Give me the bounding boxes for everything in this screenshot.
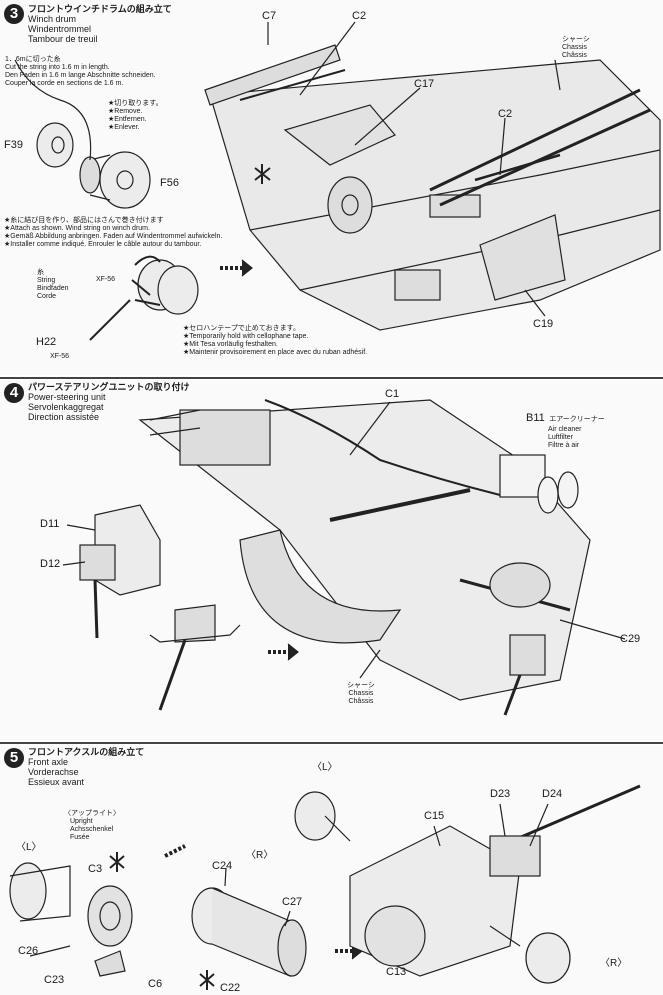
part-c29: C29 xyxy=(620,633,641,645)
chassis-label: シャーシ Chassis Châssis xyxy=(562,36,590,60)
step-number: 5 xyxy=(4,748,24,768)
right-side-label-bottom: 〈R〉 xyxy=(600,958,628,969)
part-f39: F39 xyxy=(4,139,23,151)
part-c2-right: C2 xyxy=(498,108,513,120)
step-title: パワーステアリングユニットの取り付け Power-steering unit S… xyxy=(28,382,190,422)
upright-en: Upright xyxy=(70,818,93,825)
chassis-fr: Châssis xyxy=(562,52,587,59)
paint-xf56-a: XF-56 xyxy=(96,276,116,283)
step-number: 4 xyxy=(4,383,24,403)
chassis-fr: Châssis xyxy=(348,698,374,705)
part-c26: C26 xyxy=(18,945,39,957)
step-title-en: Front axle xyxy=(28,757,69,767)
string-label: 糸 String Bindfaden Corde xyxy=(37,269,69,301)
chassis-jp: シャーシ xyxy=(347,682,375,689)
step-title-jp: パワーステアリングユニットの取り付け xyxy=(28,382,190,392)
remove-en: ★Remove. xyxy=(108,108,143,115)
part-d24: D24 xyxy=(542,788,563,800)
string-de: Bindfaden xyxy=(37,285,69,292)
part-c23: C23 xyxy=(44,974,65,986)
part-c7: C7 xyxy=(262,10,277,22)
air-cleaner-jp: エアークリーナー xyxy=(549,416,605,423)
string-jp: 糸 xyxy=(37,269,44,276)
part-d11: D11 xyxy=(40,518,60,530)
cut-fr: Couper la corde en sections de 1.6 m. xyxy=(5,80,124,87)
step-5-drawing xyxy=(9,784,641,990)
cut-en: Cut the string into 1.6 m in length. xyxy=(5,64,110,71)
step-title-fr: Essieux avant xyxy=(28,777,85,787)
step-title: フロントアクスルの組み立て Front axle Vorderachse Ess… xyxy=(28,747,144,787)
upright-fr: Fusée xyxy=(70,834,90,841)
part-b11: B11 xyxy=(526,412,545,424)
attach-fr: ★Installer comme indiqué. Enrouler le câ… xyxy=(4,241,202,248)
remove-fr: ★Enlever. xyxy=(108,124,140,131)
step-title-en: Power-steering unit xyxy=(28,392,106,402)
string-en: String xyxy=(37,277,56,284)
chassis-en: Chassis xyxy=(562,44,587,51)
attach-en: ★Attach as shown. Wind string on winch d… xyxy=(4,225,150,232)
air-cleaner-de: Luftfilter xyxy=(548,434,573,441)
part-c19: C19 xyxy=(533,318,554,330)
part-c3: C3 xyxy=(88,863,103,875)
chassis-en: Chassis xyxy=(348,690,374,697)
air-cleaner-label: B11 エアークリーナー Air cleaner Luftfilter Filt… xyxy=(526,408,605,450)
string-fr: Corde xyxy=(37,293,57,300)
divider xyxy=(0,377,663,379)
attach-instruction: ★糸に結び目を作り、部品にはさんで巻き付けます ★Attach as shown… xyxy=(4,217,222,249)
step-title-jp: フロントウインチドラムの組み立て xyxy=(28,4,172,14)
divider xyxy=(0,742,663,744)
part-c15: C15 xyxy=(424,810,445,822)
chassis-label: シャーシ Chassis Châssis xyxy=(347,682,375,706)
left-side-label-top: 〈L〉 xyxy=(312,762,338,773)
upright-de: Achsschenkel xyxy=(70,826,114,833)
step-title-jp: フロントアクスルの組み立て xyxy=(28,747,145,757)
part-c22: C22 xyxy=(220,982,241,994)
tape-fr: ★Maintenir provisoirement en place avec … xyxy=(183,349,368,356)
part-c17: C17 xyxy=(414,78,435,90)
tape-de: ★Mit Tesa vorläufig festhalten. xyxy=(183,341,278,348)
part-c13: C13 xyxy=(386,966,407,978)
step-title-de: Windentrommel xyxy=(28,24,92,34)
part-h22: H22 xyxy=(36,336,57,348)
tape-jp: ★セロハンテープで止めておきます。 xyxy=(183,325,300,332)
part-d23: D23 xyxy=(490,788,511,800)
part-c6: C6 xyxy=(148,978,163,990)
step-5-panel: 5 フロントアクスルの組み立て Front axle Vorderachse E… xyxy=(0,746,663,995)
step-title-de: Vorderachse xyxy=(28,767,79,777)
part-c1: C1 xyxy=(385,388,400,400)
air-cleaner-fr: Filtre à air xyxy=(548,442,580,449)
air-cleaner-en: Air cleaner xyxy=(548,426,582,433)
step-4-panel: 4 パワーステアリングユニットの取り付け Power-steering unit… xyxy=(0,380,663,740)
part-c2-top: C2 xyxy=(352,10,367,22)
remove-de: ★Entfernen. xyxy=(108,116,147,123)
tape-instruction: ★セロハンテープで止めておきます。 ★Temporarily hold with… xyxy=(183,325,367,357)
attach-jp: ★糸に結び目を作り、部品にはさんで巻き付けます xyxy=(4,217,164,224)
step-title-de: Servolenkaggregat xyxy=(28,402,104,412)
right-side-label: 〈R〉 xyxy=(246,850,274,861)
step-3-drawing xyxy=(14,21,661,341)
step-number: 3 xyxy=(4,4,24,24)
step-3-panel: 3 フロントウインチドラムの組み立て Winch drum Windentrom… xyxy=(0,0,663,375)
step-title-fr: Tambour de treuil xyxy=(28,34,98,44)
part-f56: F56 xyxy=(160,177,179,189)
step-title-fr: Direction assistée xyxy=(28,412,100,422)
cut-de: Den Faden in 1.6 m lange Abschnitte schn… xyxy=(5,72,156,79)
upright-label: 〈アップライト〉 Upright Achsschenkel Fusée xyxy=(64,810,120,842)
cut-instruction: 1．6mに切った糸 Cut the string into 1.6 m in l… xyxy=(5,56,156,88)
part-d12: D12 xyxy=(40,558,61,570)
upright-jp: 〈アップライト〉 xyxy=(64,810,120,817)
attach-de: ★Gemäß Abbildung anbringen. Faden auf Wi… xyxy=(4,233,223,240)
left-side-label: 〈L〉 xyxy=(16,842,42,853)
part-c24: C24 xyxy=(212,860,233,872)
part-c27: C27 xyxy=(282,896,303,908)
remove-instruction: ★切り取ります。 ★Remove. ★Entfernen. ★Enlever. xyxy=(108,100,163,132)
step-4-drawing xyxy=(62,399,626,716)
chassis-jp: シャーシ xyxy=(562,36,590,43)
cut-jp: 1．6mに切った糸 xyxy=(5,56,61,63)
step-title: フロントウインチドラムの組み立て Winch drum Windentromme… xyxy=(28,4,172,44)
tape-en: ★Temporarily hold with cellophane tape. xyxy=(183,333,309,340)
step-title-en: Winch drum xyxy=(28,14,77,24)
paint-xf56-b: XF-56 xyxy=(50,353,70,360)
remove-jp: ★切り取ります。 xyxy=(108,100,163,107)
